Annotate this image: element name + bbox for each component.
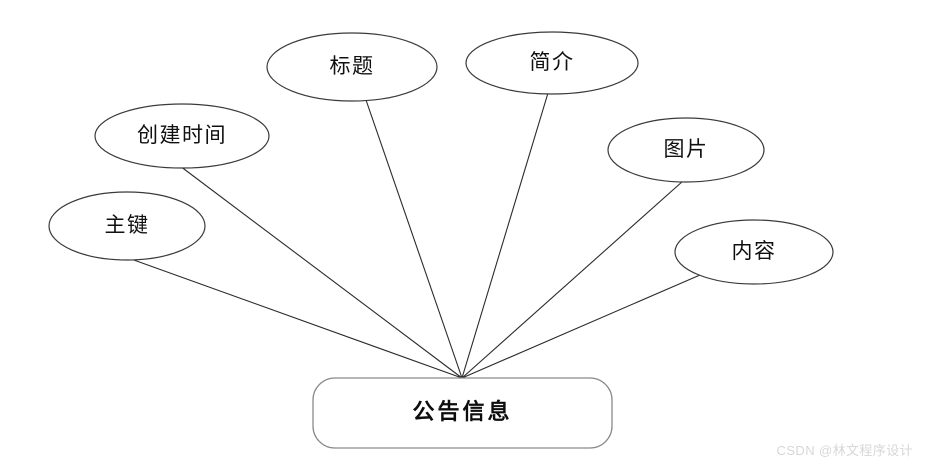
attribute-label-image: 图片	[664, 137, 709, 161]
attribute-ellipse-summary[interactable]	[465, 31, 639, 95]
attribute-ellipse-create-time[interactable]	[94, 103, 270, 169]
edge-create-time	[179, 165, 463, 379]
attribute-node-primary-key[interactable]: 主键	[48, 191, 206, 261]
attribute-label-create-time: 创建时间	[137, 123, 227, 147]
entity-rounded-rect[interactable]	[312, 377, 613, 449]
edge-title	[365, 99, 463, 379]
attribute-ellipse-primary-key[interactable]	[48, 191, 206, 261]
edge-image	[461, 180, 684, 379]
attribute-node-summary[interactable]: 简介	[465, 31, 639, 95]
attribute-ellipse-image[interactable]	[607, 117, 765, 183]
edge-primary-key	[130, 258, 463, 379]
edge-group	[130, 92, 701, 379]
edge-summary	[461, 92, 549, 379]
attribute-label-primary-key: 主键	[105, 213, 150, 237]
attribute-node-content[interactable]: 内容	[674, 219, 834, 285]
watermark-text: CSDN @林文程序设计	[776, 443, 913, 458]
attribute-node-image[interactable]: 图片	[607, 117, 765, 183]
entity-node[interactable]: 公告信息	[312, 377, 613, 449]
edge-content	[461, 274, 701, 379]
attribute-ellipse-title[interactable]	[266, 32, 438, 102]
attribute-label-summary: 简介	[530, 50, 575, 74]
attribute-node-create-time[interactable]: 创建时间	[94, 103, 270, 169]
attribute-ellipse-content[interactable]	[674, 219, 834, 285]
entity-label: 公告信息	[412, 399, 512, 424]
attribute-label-content: 内容	[732, 239, 777, 263]
attribute-label-title: 标题	[330, 54, 375, 78]
attribute-node-title[interactable]: 标题	[266, 32, 438, 102]
